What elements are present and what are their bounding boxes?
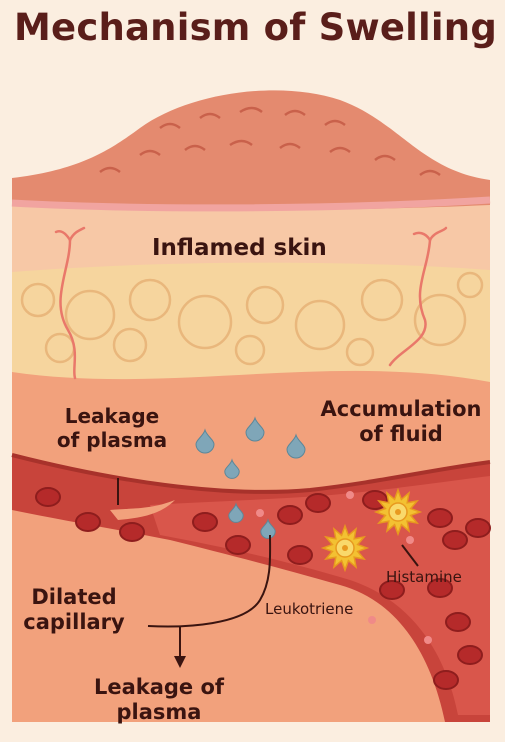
plasma-drop	[260, 518, 276, 539]
epidermis-swelling	[12, 90, 490, 211]
platelet	[346, 491, 354, 499]
histamine-pointer	[401, 544, 419, 567]
leukotriene-label: Leukotriene	[265, 600, 354, 618]
inflamed-skin-text: Inflamed skin	[152, 235, 327, 261]
leakage-bottom-label: Leakage of plasma	[66, 675, 252, 725]
plasma-drop	[245, 416, 265, 442]
blood-cell	[442, 530, 468, 550]
platelet	[406, 536, 414, 544]
leakage-bottom-line1: Leakage of	[93, 675, 225, 699]
accumulation-line2: of fluid	[359, 421, 443, 446]
blood-cells	[35, 487, 491, 690]
leakage-bottom-line2: plasma	[116, 699, 202, 724]
platelet	[424, 636, 432, 644]
blood-cell	[287, 545, 313, 565]
blood-cell	[465, 518, 491, 538]
blood-cell	[427, 508, 453, 528]
skin-capillaries	[54, 226, 448, 380]
blood-cell	[445, 612, 471, 632]
blood-cell	[75, 512, 101, 532]
leakage-top-label: Leakage of plasma	[52, 404, 172, 452]
down-arrow-head	[174, 656, 186, 668]
histamine-mediator	[373, 487, 423, 537]
plasma-drop	[286, 433, 306, 459]
histamine-label: Histamine	[386, 568, 462, 586]
blood-cell	[457, 645, 483, 665]
leakage-top-line2: of plasma	[56, 427, 168, 452]
plasma-drop	[224, 458, 240, 479]
leukotriene-mediator	[320, 523, 370, 573]
blood-cell	[433, 670, 459, 690]
fat-cells	[20, 271, 484, 367]
plasma-drop	[195, 428, 215, 454]
accumulation-line1: Accumulation	[320, 397, 482, 421]
plasma-drop	[228, 502, 244, 523]
blood-cell	[305, 493, 331, 513]
blood-cell	[192, 512, 218, 532]
platelet	[256, 509, 264, 517]
page-title: Mechanism of Swelling	[14, 6, 498, 49]
platelet	[368, 616, 376, 624]
blood-cell	[35, 487, 61, 507]
blood-cell	[427, 578, 453, 598]
plasma-droplets	[195, 416, 306, 539]
blood-cell	[225, 535, 251, 555]
leakage-top-line1: Leakage	[64, 404, 160, 428]
leak-opening	[110, 500, 175, 520]
epidermis-texture	[99, 106, 441, 177]
blood-cell	[119, 522, 145, 542]
inflamed-skin-label: Inflamed skin	[152, 235, 327, 262]
blood-cell	[379, 580, 405, 600]
blood-cell	[277, 505, 303, 525]
accumulation-label: Accumulation of fluid	[312, 397, 490, 447]
dilated-line2: capillary	[23, 609, 125, 634]
stratum-line	[11, 196, 491, 212]
dilated-line1: Dilated	[31, 585, 117, 609]
pointer-lines	[117, 478, 419, 660]
dermis-layer	[12, 195, 490, 272]
dilated-capillary-label: Dilated capillary	[14, 585, 134, 635]
vessel-wall	[11, 453, 491, 494]
